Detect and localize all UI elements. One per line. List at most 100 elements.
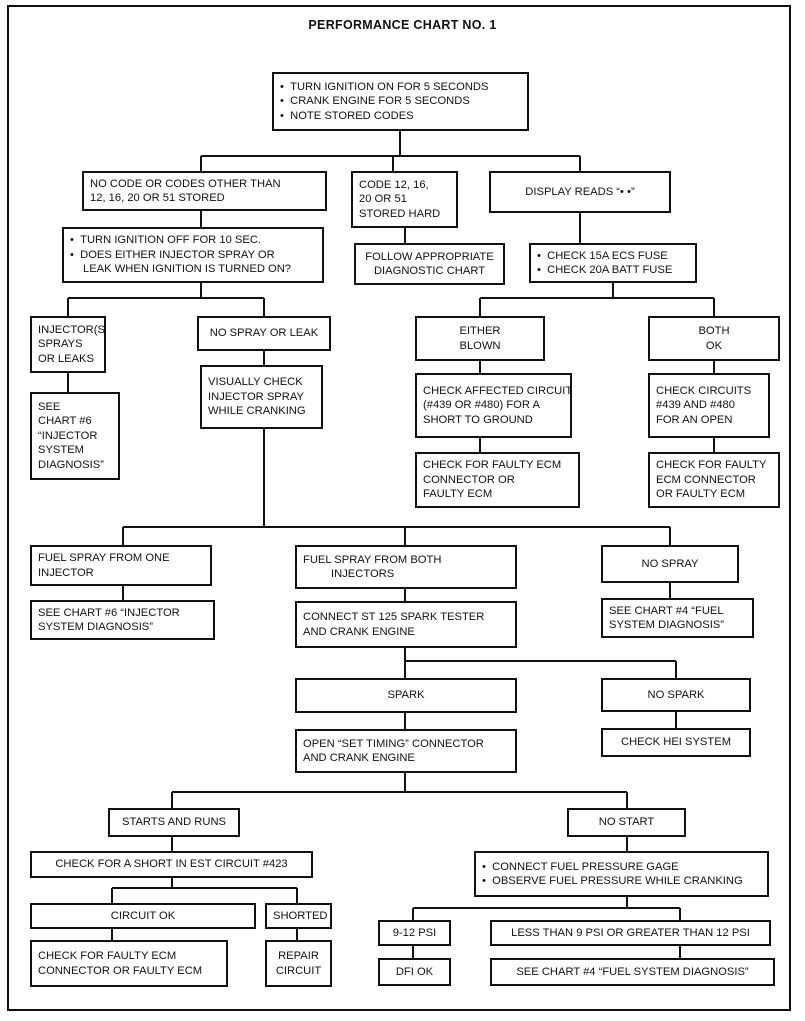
check-circuits-box: CHECK CIRCUITS #439 AND #480 FOR AN OPEN: [648, 373, 770, 438]
see-chart6b-line-1: SEE CHART #6 “INJECTOR: [38, 606, 180, 619]
fuel-pressure-line-1: CONNECT FUEL PRESSURE GAGE: [482, 860, 761, 875]
no-code-box: NO CODE OR CODES OTHER THAN 12, 16, 20 O…: [82, 171, 327, 211]
spray-one-box: FUEL SPRAY FROM ONE INJECTOR: [30, 545, 212, 586]
repair-line-1: REPAIR: [278, 950, 319, 962]
see-chart4a-line-2: SYSTEM DIAGNOSIS”: [609, 619, 724, 631]
code-hard-box: CODE 12, 16, 20 OR 51 STORED HARD: [351, 171, 458, 228]
injector-sprays-box: INJECTOR(S) SPRAYS OR LEAKS: [30, 316, 106, 373]
injector-sprays-line-3: OR LEAKS: [38, 352, 94, 365]
no-start-text: NO START: [598, 816, 655, 829]
check-hei-box: CHECK HEI SYSTEM: [601, 728, 751, 757]
check-circuits-line-3: FOR AN OPEN: [656, 413, 733, 426]
follow-chart-line-1: FOLLOW APPROPRIATE: [365, 250, 494, 263]
check-ecm-bottom-line-2: CONNECTOR OR FAULTY ECM: [38, 964, 203, 977]
connect-tester-box: CONNECT ST 125 SPARK TESTER AND CRANK EN…: [295, 601, 517, 648]
connect-tester-line-2: AND CRANK ENGINE: [303, 625, 415, 638]
see-chart4b-box: SEE CHART #4 “FUEL SYSTEM DIAGNOSIS”: [490, 958, 775, 986]
spray-one-line-2: INJECTOR: [38, 566, 94, 579]
starts-runs-box: STARTS AND RUNS: [108, 808, 240, 837]
visual-check-box: VISUALLY CHECK INJECTOR SPRAY WHILE CRAN…: [200, 365, 323, 429]
code-hard-line-1: CODE 12, 16,: [359, 178, 429, 191]
circuit-ok-text: CIRCUIT OK: [110, 909, 176, 922]
see-chart4a-box: SEE CHART #4 “FUEL SYSTEM DIAGNOSIS”: [601, 598, 754, 638]
shorted-text: SHORTED: [273, 909, 328, 922]
turn-off-line-3: LEAK WHEN IGNITION IS TURNED ON?: [83, 263, 292, 276]
turn-off-line-2: • DOES EITHER INJECTOR SPRAY OR: [70, 248, 316, 263]
psi-out-range-box: LESS THAN 9 PSI OR GREATER THAN 12 PSI: [490, 920, 771, 946]
check-fuses-line-2: CHECK 20A BATT FUSE: [537, 263, 689, 278]
turn-off-bullet: •: [70, 248, 81, 261]
see-chart6-box: SEE CHART #6 “INJECTOR SYSTEM DIAGNOSIS”: [30, 392, 120, 480]
check-affected-box: CHECK AFFECTED CIRCUIT (#439 OR #480) FO…: [415, 373, 572, 438]
faulty-ecm-right-line-1: CHECK FOR FAULTY: [656, 459, 767, 472]
injector-sprays-line-2: SPRAYS: [38, 338, 83, 351]
no-spray-leak-text: NO SPRAY OR LEAK: [209, 327, 319, 340]
see-chart6b-box: SEE CHART #6 “INJECTOR SYSTEM DIAGNOSIS”: [30, 600, 215, 640]
see-chart6-line-3: “INJECTOR: [38, 429, 98, 442]
no-spray-box: NO SPRAY: [601, 545, 739, 583]
psi-ok-range-box: 9-12 PSI: [378, 920, 451, 946]
injector-sprays-line-1: INJECTOR(S): [38, 323, 106, 336]
check-ecm-bottom-line-1: CHECK FOR FAULTY ECM: [38, 950, 177, 962]
display-reads-box: DISPLAY READS “• •”: [489, 171, 671, 213]
open-timing-line-1: OPEN “SET TIMING” CONNECTOR: [303, 737, 484, 750]
check-fuses-line-1: CHECK 15A ECS FUSE: [537, 249, 689, 264]
see-chart6-line-4: SYSTEM: [38, 444, 85, 457]
follow-chart-line-2: DIAGNOSTIC CHART: [373, 265, 486, 277]
open-timing-line-2: AND CRANK ENGINE: [303, 752, 415, 764]
no-spark-box: NO SPARK: [601, 678, 751, 712]
faulty-ecm-left-box: CHECK FOR FAULTY ECM CONNECTOR OR FAULTY…: [415, 452, 580, 508]
check-affected-line-2: (#439 OR #480) FOR A: [423, 399, 540, 412]
see-chart4a-line-1: SEE CHART #4 “FUEL: [609, 604, 724, 617]
open-timing-box: OPEN “SET TIMING” CONNECTOR AND CRANK EN…: [295, 729, 517, 773]
repair-line-2: CIRCUIT: [275, 964, 322, 977]
check-fuses-box: CHECK 15A ECS FUSE CHECK 20A BATT FUSE: [529, 243, 697, 283]
check-short-text: CHECK FOR A SHORT IN EST CIRCUIT #423: [55, 858, 288, 871]
shorted-box: SHORTED: [265, 903, 332, 929]
no-spray-text: NO SPRAY: [641, 557, 699, 570]
code-hard-line-2: 20 OR 51: [359, 193, 407, 206]
fuel-pressure-box: CONNECT FUEL PRESSURE GAGE OBSERVE FUEL …: [474, 851, 769, 897]
see-chart6b-line-2: SYSTEM DIAGNOSIS”: [38, 621, 153, 633]
connect-tester-line-1: CONNECT ST 125 SPARK TESTER: [303, 611, 485, 623]
visual-check-line-2: INJECTOR SPRAY: [208, 390, 304, 403]
repair-box: REPAIR CIRCUIT: [265, 940, 332, 987]
start-line-1: TURN IGNITION ON FOR 5 SECONDS: [280, 80, 521, 95]
see-chart6-line-5: DIAGNOSIS”: [38, 458, 104, 471]
check-circuits-line-1: CHECK CIRCUITS: [656, 384, 752, 397]
code-hard-line-3: STORED HARD: [359, 207, 441, 220]
no-spark-text: NO SPARK: [647, 688, 705, 701]
spark-box: SPARK: [295, 678, 517, 713]
faulty-ecm-right-line-2: ECM CONNECTOR: [656, 473, 756, 486]
spray-both-line-2: INJECTORS: [331, 568, 395, 580]
dfi-ok-text: DFI OK: [395, 965, 434, 978]
check-affected-line-1: CHECK AFFECTED CIRCUIT: [423, 384, 572, 397]
faulty-ecm-left-line-3: FAULTY ECM: [423, 488, 493, 501]
both-ok-line-1: BOTH: [698, 325, 730, 337]
either-blown-box: EITHER BLOWN: [415, 316, 545, 361]
both-ok-line-2: OK: [705, 339, 723, 352]
starts-runs-text: STARTS AND RUNS: [121, 816, 227, 829]
spark-text: SPARK: [387, 689, 425, 702]
see-chart6-line-2: CHART #6: [38, 415, 92, 428]
either-blown-line-1: EITHER: [459, 325, 501, 337]
spray-both-box: FUEL SPRAY FROM BOTH INJECTORS: [295, 545, 517, 589]
see-chart4b-text: SEE CHART #4 “FUEL SYSTEM DIAGNOSIS”: [516, 965, 749, 978]
spray-both-line-1: FUEL SPRAY FROM BOTH: [303, 553, 442, 566]
no-start-box: NO START: [567, 808, 686, 837]
check-hei-text: CHECK HEI SYSTEM: [620, 736, 732, 749]
faulty-ecm-left-line-1: CHECK FOR FAULTY ECM: [423, 459, 562, 472]
no-code-line-2: 12, 16, 20 OR 51 STORED: [90, 192, 225, 204]
start-box: TURN IGNITION ON FOR 5 SECONDS CRANK ENG…: [272, 72, 529, 131]
turn-off-line-1: TURN IGNITION OFF FOR 10 SEC.: [70, 233, 316, 248]
turn-off-line-2-text: DOES EITHER INJECTOR SPRAY OR: [80, 248, 275, 261]
start-line-3: NOTE STORED CODES: [280, 109, 521, 124]
faulty-ecm-left-line-2: CONNECTOR OR: [423, 473, 515, 486]
check-circuits-line-2: #439 AND #480: [656, 399, 735, 412]
faulty-ecm-right-line-3: OR FAULTY ECM: [656, 488, 746, 501]
start-line-2: CRANK ENGINE FOR 5 SECONDS: [280, 94, 521, 109]
visual-check-line-3: WHILE CRANKING: [208, 405, 306, 418]
follow-chart-box: FOLLOW APPROPRIATE DIAGNOSTIC CHART: [354, 243, 505, 285]
faulty-ecm-right-box: CHECK FOR FAULTY ECM CONNECTOR OR FAULTY…: [648, 452, 780, 508]
